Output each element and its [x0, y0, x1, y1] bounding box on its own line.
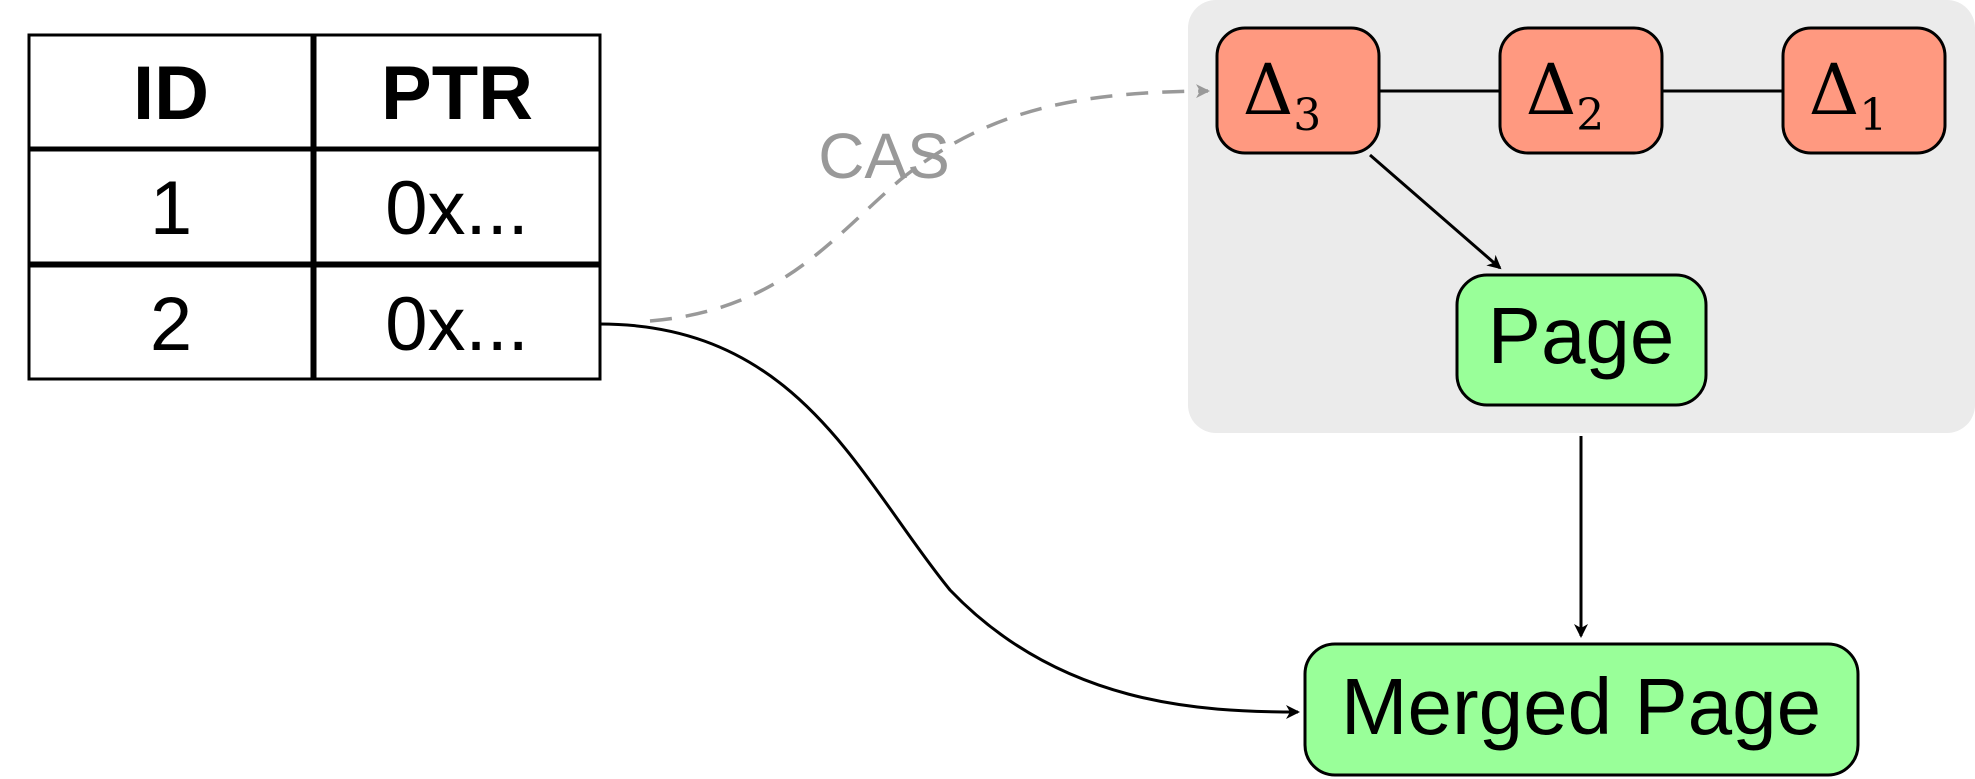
delta-2-subscript: 2 — [1576, 90, 1604, 141]
table-header-id: ID — [133, 51, 209, 136]
delta-node-3: Δ3 — [1215, 26, 1381, 155]
merged-page-node: Merged Page — [1303, 642, 1860, 777]
table-row-2-ptr: 0x... — [385, 282, 529, 367]
delta-1-symbol: Δ — [1809, 49, 1860, 131]
table-header-ptr-cell — [313, 33, 602, 150]
delta-node-1: Δ1 — [1781, 26, 1947, 155]
table-row-2-id-cell — [27, 264, 314, 381]
cas-label: CAS — [818, 120, 950, 192]
page-node: Page — [1455, 273, 1708, 407]
svg-text:Δ3: Δ3 — [1243, 49, 1322, 141]
edge-ptr-to-merged-page — [599, 322, 1300, 719]
table-row-1-id: 1 — [150, 166, 192, 251]
delta-node-2: Δ2 — [1498, 26, 1664, 155]
table-row-1-id-cell — [27, 148, 314, 265]
page-label: Page — [1488, 291, 1675, 380]
delta-1-subscript: 1 — [1859, 90, 1887, 141]
table-row-2-id: 2 — [150, 282, 192, 367]
svg-text:Δ2: Δ2 — [1526, 49, 1605, 141]
svg-text:Δ1: Δ1 — [1809, 49, 1888, 141]
table-row-1-ptr-cell — [313, 148, 602, 265]
table-row-2-ptr-cell — [313, 264, 602, 381]
delta-3-symbol: Δ — [1243, 49, 1294, 131]
table-header-id-cell — [27, 33, 314, 150]
edge-delta3-to-page — [1369, 153, 1502, 270]
delta-3-subscript: 3 — [1293, 90, 1321, 141]
merged-page-label: Merged Page — [1341, 662, 1821, 751]
mapping-table: ID PTR 1 0x... 2 0x... — [27, 33, 602, 381]
table-row-1-ptr: 0x... — [385, 166, 529, 251]
table-header-ptr: PTR — [381, 51, 533, 136]
edge-cas-ptr-to-delta3 — [649, 84, 1210, 323]
delta-2-symbol: Δ — [1526, 49, 1577, 131]
delta-chain-group-background — [1188, 0, 1975, 433]
